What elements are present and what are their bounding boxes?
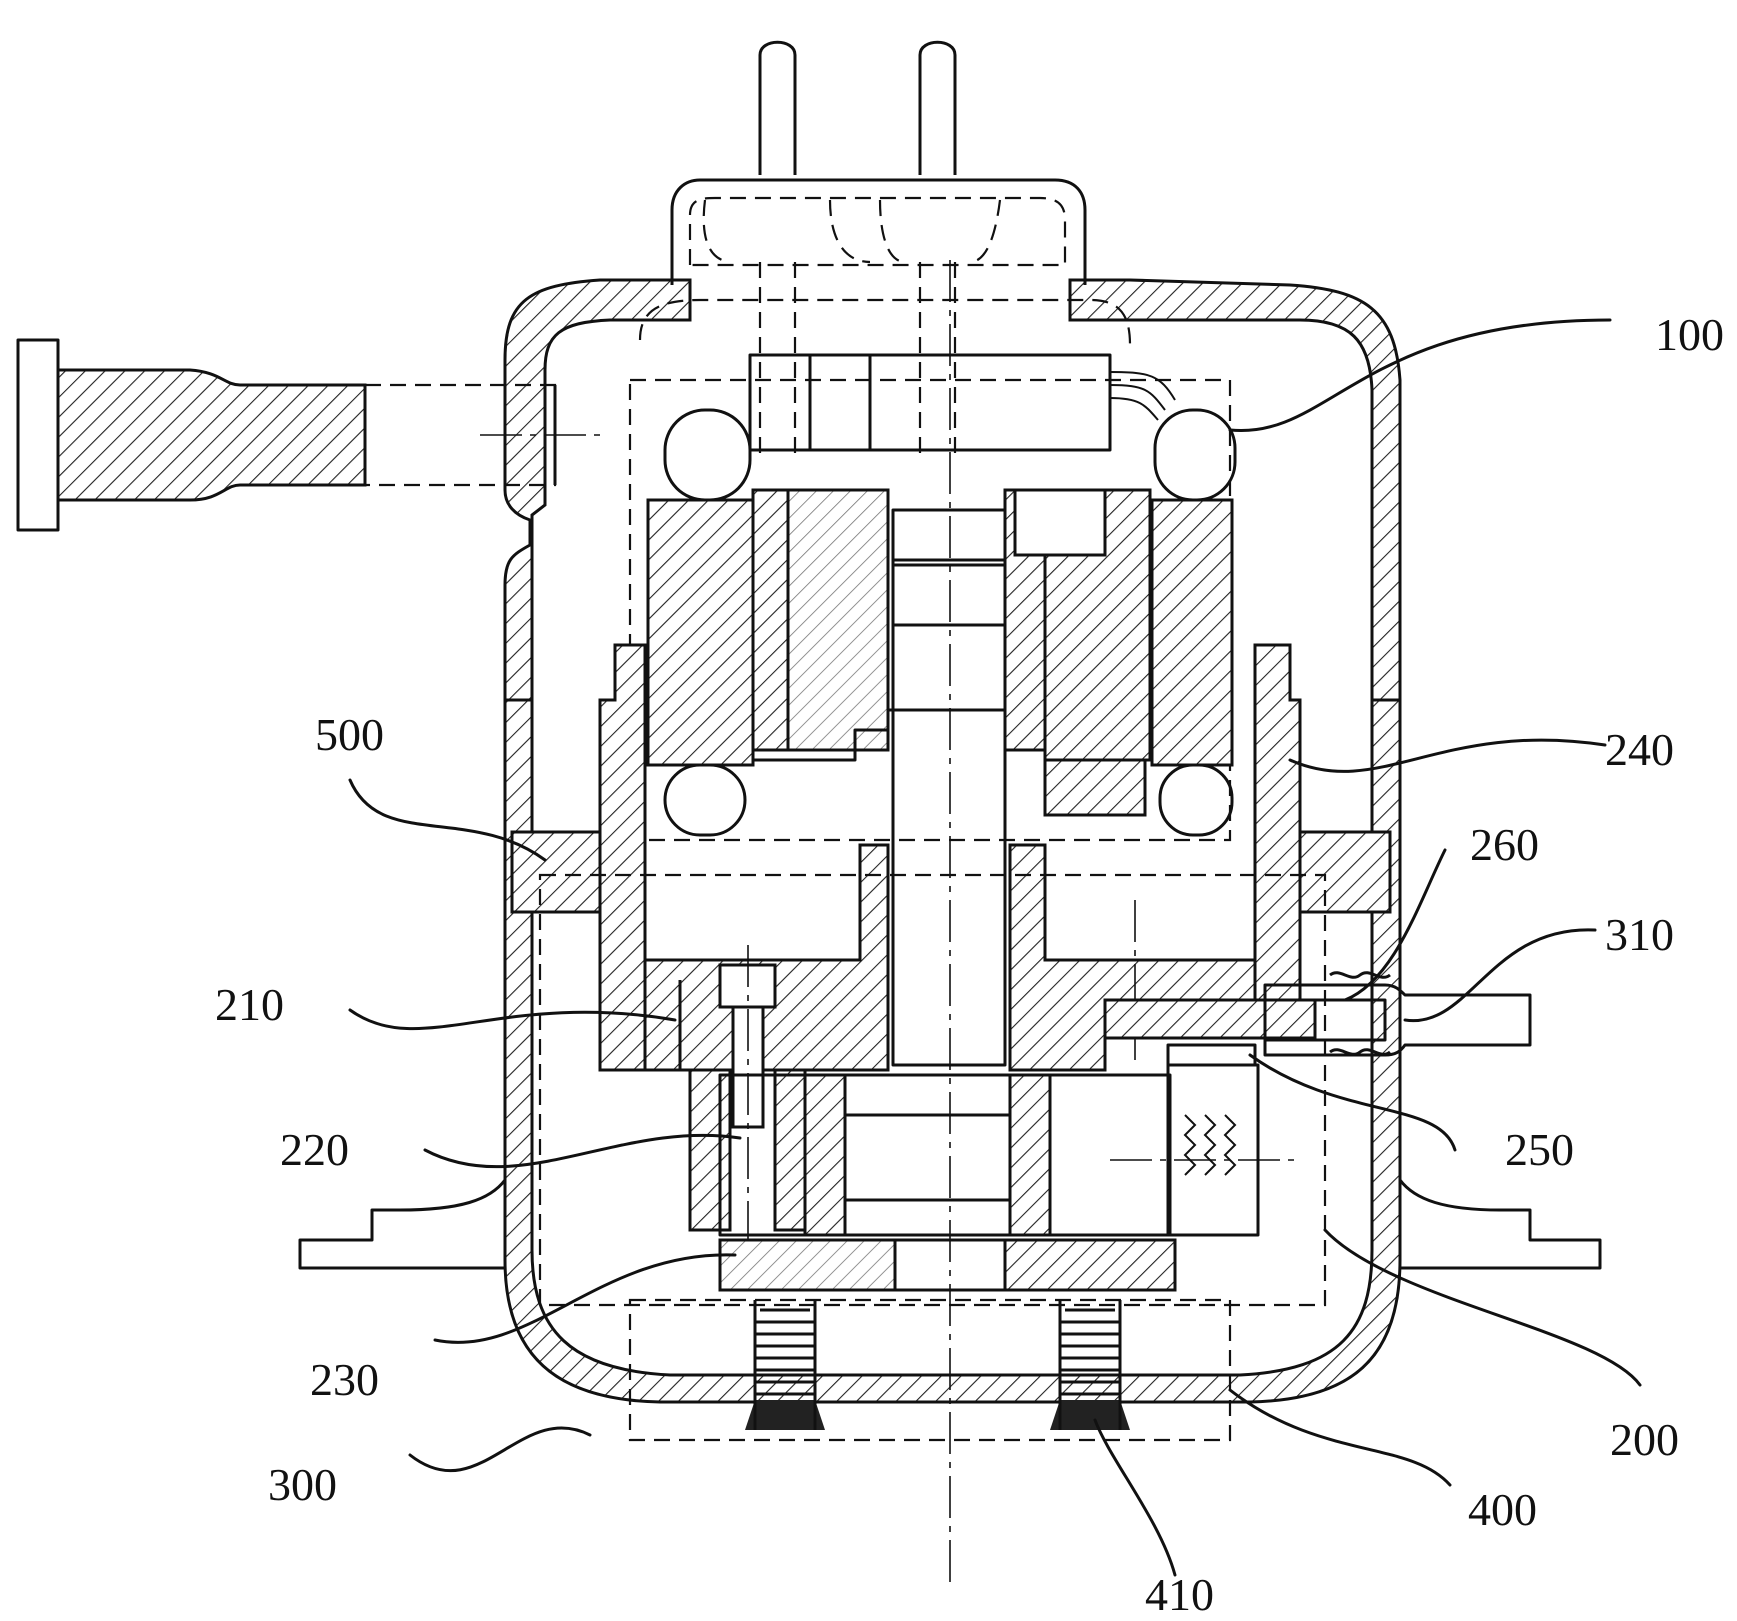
label-240: 240 <box>1605 724 1674 775</box>
label-260: 260 <box>1470 819 1539 870</box>
label-100: 100 <box>1655 309 1724 360</box>
label-220: 220 <box>280 1124 349 1175</box>
terminal-assembly <box>640 42 1175 455</box>
label-250: 250 <box>1505 1124 1574 1175</box>
label-300: 300 <box>268 1459 337 1510</box>
label-410: 410 <box>1145 1569 1214 1620</box>
label-400: 400 <box>1468 1484 1537 1535</box>
spring-support-400 <box>630 1300 1230 1440</box>
label-500: 500 <box>315 709 384 760</box>
label-230: 230 <box>310 1354 379 1405</box>
label-210: 210 <box>215 979 284 1030</box>
label-200: 200 <box>1610 1414 1679 1465</box>
label-310: 310 <box>1605 909 1674 960</box>
